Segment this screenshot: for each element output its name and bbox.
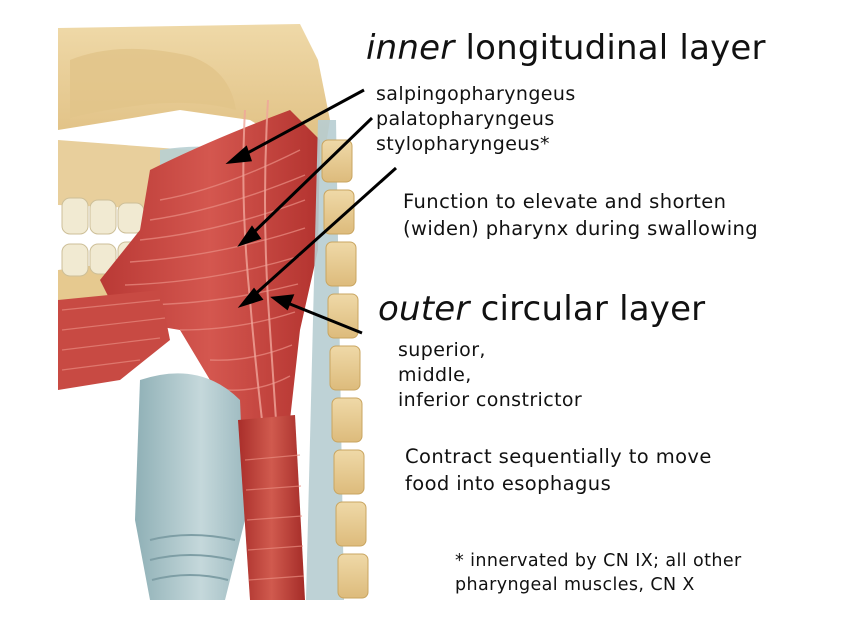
muscle-superior-constrictor: superior, — [398, 338, 582, 363]
outer-layer-function: Contract sequentially to move food into … — [405, 443, 712, 497]
muscle-salpingopharyngeus: salpingopharyngeus — [376, 82, 576, 107]
footnote-line-1: * innervated by CN IX; all other — [455, 549, 742, 573]
muscle-middle-constrictor: middle, — [398, 363, 582, 388]
outer-layer-heading: outer circular layer — [378, 289, 705, 329]
upper-teeth — [62, 198, 144, 234]
muscle-stylopharyngeus: stylopharyngeus* — [376, 132, 576, 157]
outer-layer-muscle-list: superior, middle, inferior constrictor — [398, 338, 582, 413]
inner-layer-muscle-list: salpingopharyngeus palatopharyngeus styl… — [376, 82, 576, 157]
inner-heading-emphasis: inner — [366, 28, 454, 68]
muscle-inferior-constrictor: inferior constrictor — [398, 388, 582, 413]
inner-layer-heading: inner longitudinal layer — [366, 28, 766, 68]
outer-function-line-1: Contract sequentially to move — [405, 443, 712, 470]
inner-function-line-2: (widen) pharynx during swallowing — [403, 215, 758, 242]
outer-function-line-2: food into esophagus — [405, 470, 712, 497]
footnote-line-2: pharyngeal muscles, CN X — [455, 573, 742, 597]
innervation-footnote: * innervated by CN IX; all other pharyng… — [455, 549, 742, 597]
inner-function-line-1: Function to elevate and shorten — [403, 188, 758, 215]
outer-heading-rest: circular layer — [470, 289, 706, 329]
esophagus — [238, 415, 305, 600]
larynx — [135, 373, 245, 600]
inner-layer-function: Function to elevate and shorten (widen) … — [403, 188, 758, 242]
outer-heading-emphasis: outer — [378, 289, 470, 329]
muscle-palatopharyngeus: palatopharyngeus — [376, 107, 576, 132]
inner-heading-rest: longitudinal layer — [454, 28, 765, 68]
